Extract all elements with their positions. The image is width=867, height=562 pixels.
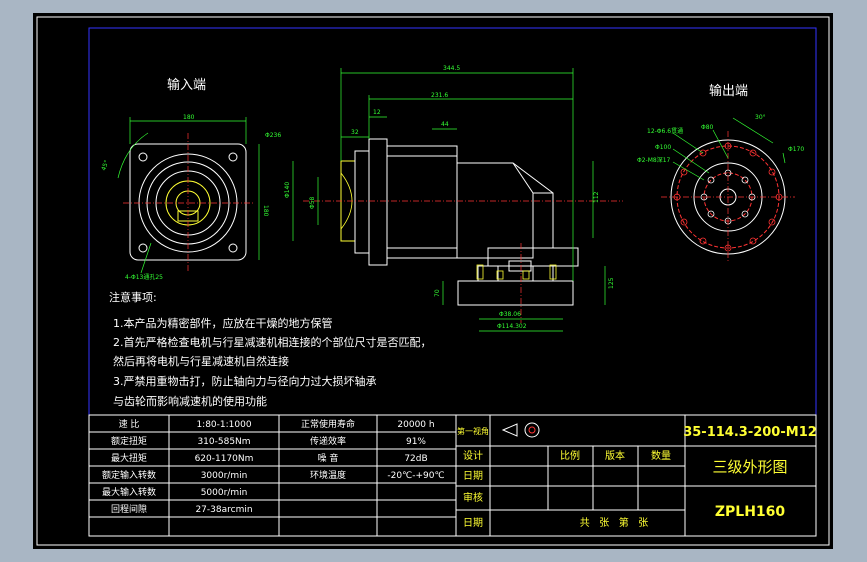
output-leaders	[672, 117, 786, 181]
dim-input-dia: Φ236	[265, 132, 281, 139]
dim-input-angle: 45°	[100, 159, 110, 171]
dim-32: 32	[351, 129, 359, 136]
output-view-title: 输出端	[709, 83, 748, 99]
spec-label2: 正常使用寿命	[301, 418, 355, 430]
spec-value2: 20000 h	[397, 420, 434, 430]
dim-12: 12	[373, 109, 381, 116]
dim-height-2: 125	[608, 277, 615, 289]
spec-label2: 噪 音	[318, 452, 339, 464]
dim-out-dia2: Φ100	[655, 144, 671, 151]
drawing-title: 三级外形图	[712, 458, 787, 476]
spec-label: 速 比	[119, 418, 140, 430]
quantity-label: 数量	[651, 449, 671, 462]
side-view-bolts	[340, 172, 557, 280]
side-dims	[292, 68, 606, 332]
version-label: 版本	[605, 449, 625, 462]
spec-label: 最大扭矩	[111, 452, 147, 464]
title-block	[455, 414, 817, 537]
spec-value2: 72dB	[404, 454, 427, 464]
dim-bore1: Φ140	[284, 182, 291, 198]
spec-value: 310-585Nm	[197, 437, 250, 447]
spec-value: 3000r/min	[201, 471, 248, 481]
dim-out-angle: 30°	[755, 114, 766, 121]
note-line-5: 与齿轮而影响减速机的使用功能	[113, 394, 267, 408]
spec-label: 额定扭矩	[111, 435, 147, 447]
spec-label: 最大输入转数	[102, 486, 156, 498]
dim-bore2: Φ58	[309, 196, 316, 209]
dim-input-square: 180	[183, 114, 195, 121]
dim-out-dia1: Φ80	[701, 124, 714, 131]
side-view	[340, 138, 579, 306]
spec-value: 1:80-1:1000	[196, 420, 251, 430]
dim-mid-length: 231.6	[431, 92, 448, 99]
output-centerlines	[661, 131, 795, 263]
spec-value2: -20℃-+90℃	[387, 471, 444, 481]
side-centerlines	[303, 200, 623, 323]
dim-out-holes2: Φ2-M8深17	[637, 156, 671, 164]
sheets-label: 共 张 第 张	[580, 516, 649, 529]
spec-value: 620-1170Nm	[195, 454, 254, 464]
note-line-4: 3.严禁用重物击打，防止轴向力与径向力过大损坏轴承	[113, 374, 377, 388]
dim-input-side: 180	[262, 205, 269, 217]
cad-drawing: 输入端 180 180 Φ236 45° 4-Φ13通孔25	[36, 16, 830, 546]
input-dims	[117, 117, 260, 274]
input-view-title: 输入端	[167, 77, 206, 93]
dim-base-w2: Φ38.06	[499, 311, 521, 318]
outer-frame	[36, 16, 830, 546]
date-label-2: 日期	[463, 517, 483, 529]
dim-height-3: 70	[434, 289, 441, 297]
spec-label2: 环境温度	[310, 469, 346, 481]
first-angle-projection-icon	[501, 422, 540, 438]
spec-value: 27-38arcmin	[195, 505, 252, 515]
spec-label: 回程间隙	[111, 503, 147, 515]
review-label: 审核	[463, 491, 483, 504]
notes-heading: 注意事项:	[109, 290, 157, 304]
model-number: ZPLH160	[715, 504, 786, 520]
spec-value: 5000r/min	[201, 488, 248, 498]
dim-base-w: Φ114.302	[497, 323, 527, 330]
dim-overall-length: 344.5	[443, 65, 460, 72]
projection-label: 第一视角	[457, 426, 489, 436]
date-label-1: 日期	[463, 470, 483, 482]
spec-rows: 速 比 1:80-1:1000 正常使用寿命 20000 h 额定扭矩 310-…	[102, 418, 445, 515]
design-label: 设计	[463, 449, 483, 462]
dim-out-dia3: Φ170	[788, 146, 804, 153]
spec-label2: 传递效率	[310, 435, 346, 447]
drawing-canvas: 输入端 180 180 Φ236 45° 4-Φ13通孔25	[33, 13, 833, 549]
output-outer-holes	[673, 142, 783, 252]
spec-value2: 91%	[406, 437, 426, 447]
note-line-2: 2.首先严格检查电机与行星减速机相连接的个部位尺寸是否匹配，	[113, 335, 432, 349]
dim-out-holes1: 12-Φ6.6贯通	[647, 127, 683, 135]
scale-label: 比例	[560, 449, 580, 462]
note-line-3: 然后再将电机与行星减速机自然连接	[113, 354, 289, 368]
dim-input-holes: 4-Φ13通孔25	[125, 273, 163, 281]
dim-44: 44	[441, 121, 449, 128]
note-line-1: 1.本产品为精密部件，应放在干燥的地方保管	[113, 316, 333, 330]
dim-height-112: 112	[593, 191, 600, 203]
drawing-number: 35-114.3-200-M12	[683, 425, 817, 440]
notes-block: 注意事项: 1.本产品为精密部件，应放在干燥的地方保管 2.首先严格检查电机与行…	[109, 290, 432, 408]
input-centerlines	[123, 133, 255, 271]
spec-label: 额定输入转数	[102, 469, 156, 481]
